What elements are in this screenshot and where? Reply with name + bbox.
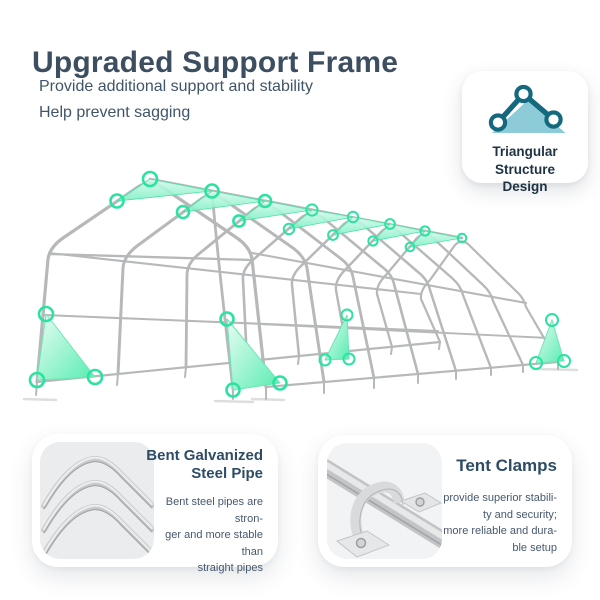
ridge-triangle-gussets — [116, 178, 463, 248]
triangular-structure-icon — [488, 84, 566, 133]
badge-label-line: Triangular — [492, 144, 558, 159]
feature-body: Bent steel pipes are stron- ger and more… — [145, 494, 263, 577]
feature-body-line: Bent steel pipes are stron- — [165, 496, 263, 525]
feature-title: Tent Clamps — [439, 456, 557, 476]
feature-body: provide superior stabili- ty and securit… — [439, 490, 557, 556]
feature-body-line: provide superior stabili- — [443, 492, 557, 505]
badge-label: Triangular Structure Design — [462, 143, 588, 196]
feature-body-line: ble setup — [512, 541, 557, 554]
bent-pipes-icon — [40, 442, 154, 559]
feature-title: Bent Galvanized Steel Pipe — [145, 447, 263, 483]
feature-title-line: Tent Clamps — [456, 456, 557, 475]
feature-body-line: straight pipes — [197, 562, 263, 574]
badge-label-line: Structure — [494, 161, 555, 177]
feature-card-text: Bent Galvanized Steel Pipe Bent steel pi… — [145, 447, 263, 577]
feature-body-line: ty and security; — [483, 508, 557, 521]
feature-title-line: Steel Pipe — [191, 465, 263, 482]
feature-card-bent-pipe: Bent Galvanized Steel Pipe Bent steel pi… — [32, 434, 278, 574]
feature-body-line: more reliable and dura- — [443, 525, 557, 538]
joint-rings — [28, 170, 571, 398]
ground-marks — [22, 367, 579, 404]
tent-clamp-icon — [327, 443, 442, 559]
subtitle-line-1: Provide additional support and stability — [39, 78, 313, 95]
tent-frame-svg — [22, 170, 579, 404]
badge-label-line: Design — [502, 179, 548, 195]
subtitle-line-2: Help prevent sagging — [39, 104, 191, 122]
feature-title-line: Bent Galvanized — [146, 447, 263, 464]
support-frame-illustration — [0, 152, 600, 414]
feature-body-line: ger and more stable than — [165, 529, 263, 558]
bent-pipes-svg — [41, 455, 154, 558]
triangular-structure-badge: Triangular Structure Design — [462, 71, 588, 194]
feature-card-tent-clamps: Tent Clamps provide superior stabili- ty… — [318, 435, 572, 567]
corner-triangle-gussets — [36, 313, 565, 391]
page-title: Upgraded Support Frame — [32, 46, 399, 80]
page-subtitle: Provide additional support and stability… — [39, 74, 399, 127]
feature-card-text: Tent Clamps provide superior stabili- ty… — [439, 448, 557, 556]
tent-clamp-svg — [327, 443, 442, 559]
